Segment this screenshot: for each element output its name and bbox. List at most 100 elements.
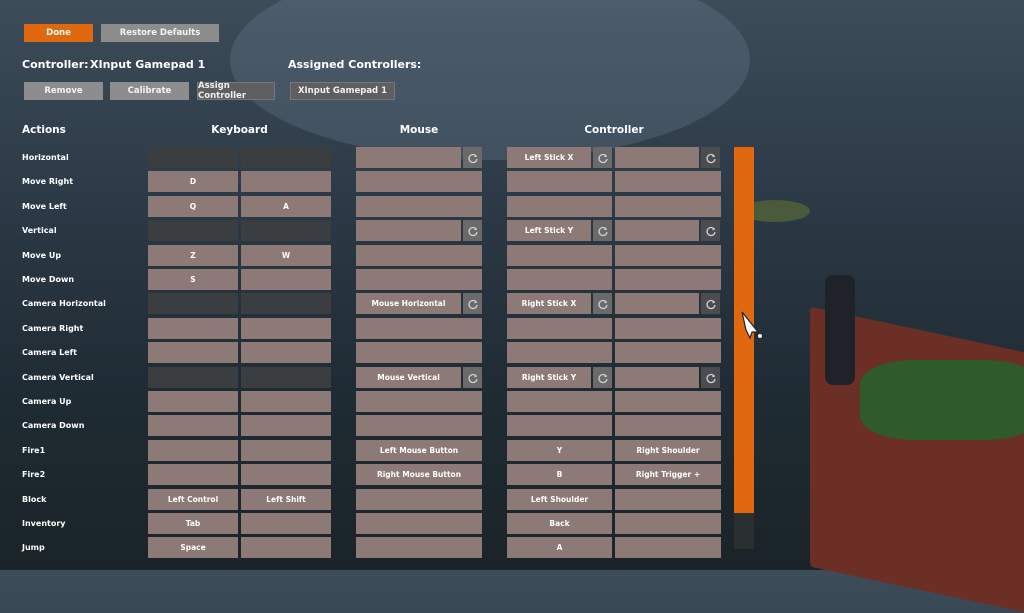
invert-axis-icon[interactable] bbox=[701, 220, 720, 241]
keyboard-binding-2[interactable] bbox=[241, 318, 331, 339]
controller-binding-1[interactable]: Left Shoulder bbox=[507, 489, 612, 510]
assigned-controller-item[interactable]: XInput Gamepad 1 bbox=[290, 82, 395, 100]
mouse-binding[interactable] bbox=[356, 513, 482, 534]
invert-axis-icon[interactable] bbox=[463, 367, 482, 388]
scrollbar-thumb[interactable] bbox=[734, 147, 754, 513]
mouse-binding[interactable] bbox=[356, 537, 482, 558]
keyboard-binding-2[interactable] bbox=[241, 220, 331, 241]
keyboard-binding-2[interactable] bbox=[241, 269, 331, 290]
keyboard-binding-2[interactable] bbox=[241, 513, 331, 534]
controller-binding-2[interactable] bbox=[615, 171, 721, 192]
keyboard-binding-1[interactable] bbox=[148, 147, 238, 168]
mouse-binding[interactable] bbox=[356, 342, 482, 363]
mouse-binding[interactable] bbox=[356, 245, 482, 266]
mouse-binding[interactable] bbox=[356, 171, 482, 192]
controller-binding-2[interactable] bbox=[615, 147, 699, 168]
controller-binding-1[interactable] bbox=[507, 269, 612, 290]
keyboard-binding-1[interactable]: Q bbox=[148, 196, 238, 217]
keyboard-binding-2[interactable] bbox=[241, 342, 331, 363]
controller-binding-2[interactable] bbox=[615, 293, 699, 314]
keyboard-binding-1[interactable] bbox=[148, 415, 238, 436]
assign-controller-button[interactable]: Assign Controller bbox=[197, 81, 275, 101]
keyboard-binding-2[interactable] bbox=[241, 147, 331, 168]
controller-binding-1[interactable]: Left Stick X bbox=[507, 147, 591, 168]
keyboard-binding-1[interactable]: Left Control bbox=[148, 489, 238, 510]
controller-binding-1[interactable] bbox=[507, 318, 612, 339]
restore-defaults-button[interactable]: Restore Defaults bbox=[101, 24, 219, 42]
keyboard-binding-1[interactable] bbox=[148, 293, 238, 314]
invert-axis-icon[interactable] bbox=[593, 367, 612, 388]
controller-binding-1[interactable]: B bbox=[507, 464, 612, 485]
invert-axis-icon[interactable] bbox=[701, 147, 720, 168]
invert-axis-icon[interactable] bbox=[593, 147, 612, 168]
keyboard-binding-2[interactable]: A bbox=[241, 196, 331, 217]
keyboard-binding-1[interactable] bbox=[148, 318, 238, 339]
controller-binding-1[interactable] bbox=[507, 196, 612, 217]
controller-binding-2[interactable] bbox=[615, 196, 721, 217]
mouse-binding[interactable] bbox=[356, 269, 482, 290]
controller-binding-1[interactable] bbox=[507, 245, 612, 266]
invert-axis-icon[interactable] bbox=[463, 147, 482, 168]
keyboard-binding-2[interactable]: Left Shift bbox=[241, 489, 331, 510]
controller-binding-2[interactable] bbox=[615, 537, 721, 558]
mouse-binding[interactable] bbox=[356, 220, 461, 241]
remove-button[interactable]: Remove bbox=[24, 82, 103, 100]
keyboard-binding-1[interactable]: Tab bbox=[148, 513, 238, 534]
mouse-binding[interactable] bbox=[356, 318, 482, 339]
keyboard-binding-2[interactable]: W bbox=[241, 245, 331, 266]
controller-binding-2[interactable] bbox=[615, 513, 721, 534]
controller-binding-2[interactable] bbox=[615, 391, 721, 412]
mouse-binding[interactable] bbox=[356, 196, 482, 217]
mouse-binding[interactable] bbox=[356, 147, 461, 168]
controller-binding-2[interactable] bbox=[615, 415, 721, 436]
invert-axis-icon[interactable] bbox=[701, 367, 720, 388]
controller-binding-2[interactable]: Right Trigger + bbox=[615, 464, 721, 485]
controller-binding-1[interactable]: A bbox=[507, 537, 612, 558]
invert-axis-icon[interactable] bbox=[593, 293, 612, 314]
controller-binding-2[interactable] bbox=[615, 318, 721, 339]
mouse-binding[interactable] bbox=[356, 415, 482, 436]
controller-binding-1[interactable] bbox=[507, 415, 612, 436]
keyboard-binding-2[interactable] bbox=[241, 171, 331, 192]
controller-binding-2[interactable] bbox=[615, 269, 721, 290]
keyboard-binding-2[interactable] bbox=[241, 415, 331, 436]
controller-binding-1[interactable]: Y bbox=[507, 440, 612, 461]
mouse-binding[interactable]: Right Mouse Button bbox=[356, 464, 482, 485]
keyboard-binding-2[interactable] bbox=[241, 464, 331, 485]
controller-binding-1[interactable]: Right Stick X bbox=[507, 293, 591, 314]
keyboard-binding-2[interactable] bbox=[241, 537, 331, 558]
invert-axis-icon[interactable] bbox=[463, 220, 482, 241]
keyboard-binding-1[interactable]: Z bbox=[148, 245, 238, 266]
keyboard-binding-2[interactable] bbox=[241, 440, 331, 461]
keyboard-binding-1[interactable]: S bbox=[148, 269, 238, 290]
keyboard-binding-2[interactable] bbox=[241, 391, 331, 412]
controller-binding-2[interactable] bbox=[615, 367, 699, 388]
keyboard-binding-1[interactable] bbox=[148, 367, 238, 388]
done-button[interactable]: Done bbox=[24, 24, 93, 42]
mouse-binding[interactable]: Mouse Vertical bbox=[356, 367, 461, 388]
calibrate-button[interactable]: Calibrate bbox=[110, 82, 189, 100]
controller-binding-1[interactable] bbox=[507, 171, 612, 192]
keyboard-binding-1[interactable]: Space bbox=[148, 537, 238, 558]
keyboard-binding-1[interactable] bbox=[148, 464, 238, 485]
mouse-binding[interactable] bbox=[356, 489, 482, 510]
keyboard-binding-1[interactable] bbox=[148, 391, 238, 412]
controller-binding-2[interactable] bbox=[615, 220, 699, 241]
keyboard-binding-1[interactable] bbox=[148, 342, 238, 363]
controller-binding-1[interactable]: Right Stick Y bbox=[507, 367, 591, 388]
mouse-binding[interactable]: Mouse Horizontal bbox=[356, 293, 461, 314]
controller-binding-2[interactable] bbox=[615, 245, 721, 266]
invert-axis-icon[interactable] bbox=[593, 220, 612, 241]
keyboard-binding-2[interactable] bbox=[241, 367, 331, 388]
controller-binding-2[interactable] bbox=[615, 342, 721, 363]
mouse-binding[interactable]: Left Mouse Button bbox=[356, 440, 482, 461]
mouse-binding[interactable] bbox=[356, 391, 482, 412]
invert-axis-icon[interactable] bbox=[463, 293, 482, 314]
invert-axis-icon[interactable] bbox=[701, 293, 720, 314]
keyboard-binding-1[interactable] bbox=[148, 220, 238, 241]
controller-binding-1[interactable] bbox=[507, 342, 612, 363]
controller-binding-2[interactable] bbox=[615, 489, 721, 510]
keyboard-binding-1[interactable]: D bbox=[148, 171, 238, 192]
controller-binding-1[interactable]: Left Stick Y bbox=[507, 220, 591, 241]
keyboard-binding-2[interactable] bbox=[241, 293, 331, 314]
